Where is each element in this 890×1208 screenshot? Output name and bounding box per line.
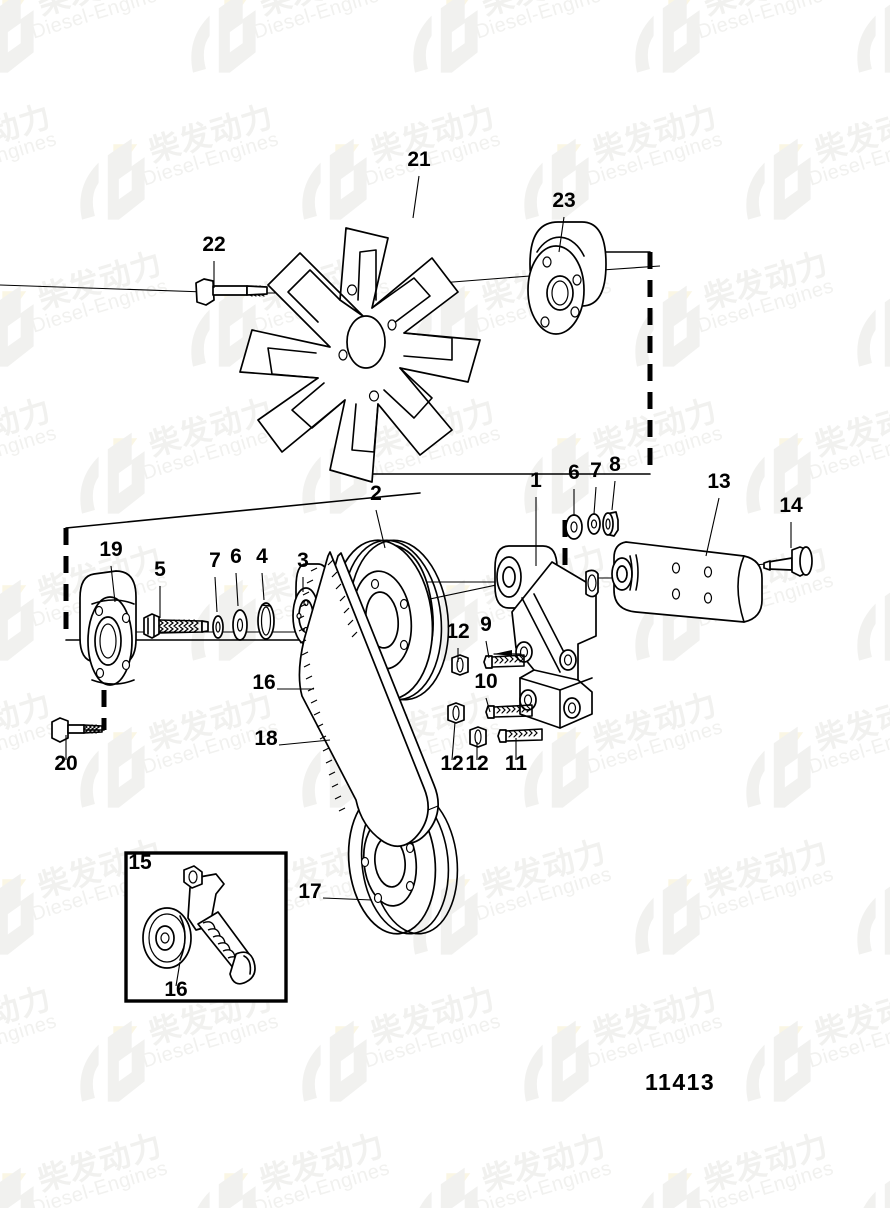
callout-number-19: 19 <box>99 538 122 561</box>
callout-number-20: 20 <box>54 752 77 775</box>
alternator-bracket-1 <box>493 545 599 729</box>
callout-4: 4 <box>256 545 268 601</box>
callout-12b: 12 <box>440 721 464 775</box>
callout-leader-line <box>593 486 597 515</box>
hex-screw-5 <box>143 613 209 639</box>
callout-number-7: 7 <box>209 549 221 572</box>
callout-20: 20 <box>54 735 78 775</box>
drive-belt-18 <box>297 551 439 848</box>
callout-number-12: 12 <box>440 752 463 775</box>
diagram-reference-number: 11413 <box>645 1069 715 1095</box>
callout-number-14: 14 <box>779 494 803 517</box>
callout-number-18: 18 <box>254 727 278 750</box>
callout-number-3: 3 <box>297 549 309 572</box>
callout-number-10: 10 <box>474 670 497 693</box>
callout-6b: 6 <box>568 461 580 516</box>
callout-leader-line <box>611 480 616 511</box>
callout-21: 21 <box>407 148 431 219</box>
callout-number-21: 21 <box>407 148 431 171</box>
callout-number-15: 15 <box>128 851 152 874</box>
callout-number-1: 1 <box>530 469 542 492</box>
callout-7b: 7 <box>590 459 602 515</box>
callout-number-22: 22 <box>202 233 225 256</box>
stud-screw-11 <box>497 728 543 743</box>
fan-drive-hub-19 <box>79 570 137 686</box>
hex-screw-22 <box>195 278 268 306</box>
washer-7 <box>212 615 224 639</box>
washer-7b <box>587 513 601 535</box>
hex-screw-20 <box>51 717 103 743</box>
callout-8: 8 <box>609 453 621 511</box>
callout-number-6: 6 <box>230 545 242 568</box>
callout-number-13: 13 <box>707 470 730 493</box>
nut-12b <box>447 702 465 724</box>
washer-6b <box>565 514 583 540</box>
callout-number-9: 9 <box>480 613 492 636</box>
callout-leader-line <box>214 576 218 613</box>
callout-leader-line <box>235 572 239 607</box>
washer-6 <box>232 609 248 641</box>
callout-number-16: 16 <box>252 671 275 694</box>
callout-number-16: 16 <box>164 978 187 1001</box>
hex-screw-14 <box>763 546 813 577</box>
callout-leader-line <box>261 572 265 601</box>
callout-number-6: 6 <box>568 461 580 484</box>
callout-number-2: 2 <box>370 482 382 505</box>
callout-leader-line <box>110 565 116 603</box>
callout-number-4: 4 <box>256 545 268 568</box>
callout-leader-line <box>278 739 331 746</box>
callout-5: 5 <box>154 558 166 618</box>
callout-9: 9 <box>480 613 492 659</box>
callout-number-8: 8 <box>609 453 621 476</box>
stud-screw-9 <box>483 654 525 669</box>
inset-detail-box-15 <box>124 851 288 1003</box>
callout-17: 17 <box>298 880 373 903</box>
callout-22: 22 <box>202 233 226 288</box>
callout-12a: 12 <box>446 620 470 662</box>
callout-leader-line <box>485 697 491 713</box>
callout-13: 13 <box>705 470 731 557</box>
callout-19: 19 <box>99 538 123 603</box>
callout-leader-line <box>412 175 420 219</box>
callout-14: 14 <box>779 494 803 548</box>
callout-leader-line <box>705 497 720 557</box>
callout-number-23: 23 <box>552 189 575 212</box>
nut-8 <box>602 511 619 537</box>
callout-number-7: 7 <box>590 459 602 482</box>
dashed-assembly-bracket-fan <box>361 251 653 475</box>
nut-12a <box>451 654 469 676</box>
support-arm-13 <box>611 541 763 623</box>
callout-16b: 16 <box>164 961 188 1001</box>
callout-3: 3 <box>297 549 309 592</box>
cooling-fan-part <box>239 227 481 483</box>
callout-16a: 16 <box>252 671 314 694</box>
callout-10: 10 <box>474 670 498 713</box>
callout-11: 11 <box>505 738 528 775</box>
callout-15: 15 <box>128 851 152 874</box>
callout-leader-line <box>322 897 373 901</box>
fan-hub-coupling-23 <box>527 221 607 335</box>
callout-leader-line <box>485 640 490 659</box>
callout-number-11: 11 <box>505 752 528 775</box>
circlip-4 <box>257 602 275 640</box>
callout-6a: 6 <box>230 545 242 607</box>
nut-12c <box>469 726 487 748</box>
callout-18: 18 <box>254 727 331 750</box>
callout-number-12: 12 <box>446 620 469 643</box>
callout-number-5: 5 <box>154 558 166 581</box>
callout-7a: 7 <box>209 549 221 613</box>
callout-number-17: 17 <box>298 880 321 903</box>
callout-leader-line <box>375 509 386 549</box>
callout-12c: 12 <box>465 742 489 775</box>
callout-leader-line <box>175 961 181 987</box>
dashed-leader-bolt-20 <box>85 690 107 731</box>
callout-number-12: 12 <box>465 752 488 775</box>
callout-2: 2 <box>370 482 386 549</box>
callout-leader-line <box>558 216 565 253</box>
callout-leader-line <box>451 721 456 761</box>
